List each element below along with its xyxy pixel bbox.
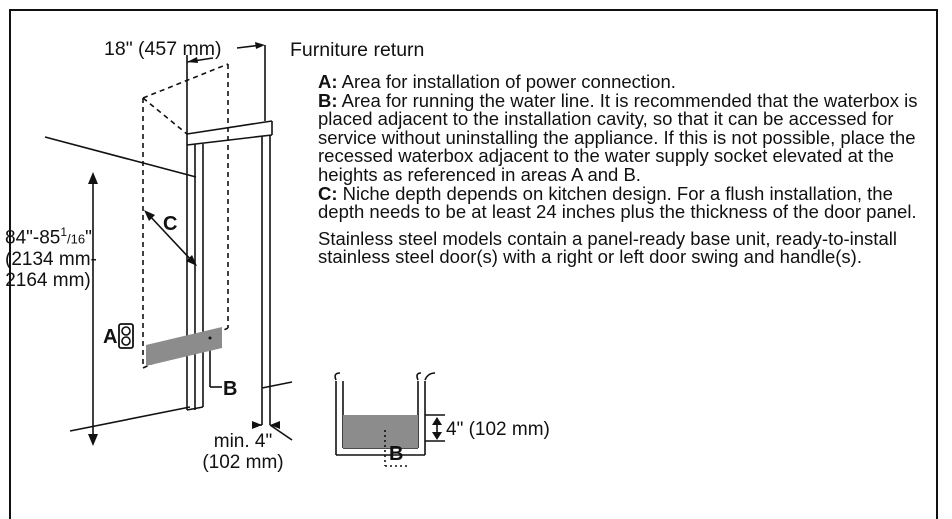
width-dimension-label: 18" (457 mm) <box>104 38 222 60</box>
furniture-return-panel <box>186 120 293 411</box>
top-reference-line <box>44 136 197 178</box>
height-dim-mm2: 2164 mm) <box>5 270 91 292</box>
b-point <box>208 336 212 340</box>
arrowheads <box>88 42 442 446</box>
outlet-icon <box>118 323 134 349</box>
height-frac-sup: 1 <box>60 225 68 239</box>
min-arrow-right <box>269 424 293 441</box>
waterbox-shade <box>343 415 418 448</box>
desc-b-text: Area for running the water line. It is r… <box>318 89 918 185</box>
floor-reference-line <box>69 406 191 432</box>
desc-c-key: C: <box>318 182 338 204</box>
min-depth-label: min. 4" (102 mm) <box>188 431 298 473</box>
desc-b-key: B: <box>318 89 338 111</box>
label-a: A <box>103 326 118 348</box>
height-dim-mm1: (2134 mm- <box>5 249 97 271</box>
label-b: B <box>223 378 238 400</box>
description-note: Stainless steel models contain a panel-r… <box>318 227 897 268</box>
min-depth-line2: (102 mm) <box>202 452 284 473</box>
height-dim-text: 84"-85 <box>5 227 61 249</box>
height-dimension-label: 84"-851/16" (2134 mm- 2164 mm) <box>5 222 97 292</box>
water-line-area <box>146 327 222 366</box>
desc-a-text: Area for installation of power connectio… <box>337 71 676 92</box>
furniture-return-label: Furniture return <box>290 39 425 61</box>
height-dim-inch: " <box>85 227 92 249</box>
depth-arrow <box>147 213 194 263</box>
desc-a-key: A: <box>318 71 338 92</box>
desc-c-text: Niche depth depends on kitchen design. F… <box>318 182 917 223</box>
waterbox-dimension-label: 4" (102 mm) <box>446 419 550 440</box>
cavity-outline <box>142 63 229 369</box>
diagram-frame <box>9 9 938 519</box>
waterbox-label-b: B <box>389 443 404 465</box>
label-c: C <box>163 213 178 235</box>
description-a: A: Area for installation of power connec… <box>318 71 933 223</box>
description-text: A: Area for installation of power connec… <box>318 71 933 275</box>
height-frac-sub: /16 <box>67 231 86 247</box>
min-depth-line1: min. 4" <box>213 431 273 452</box>
